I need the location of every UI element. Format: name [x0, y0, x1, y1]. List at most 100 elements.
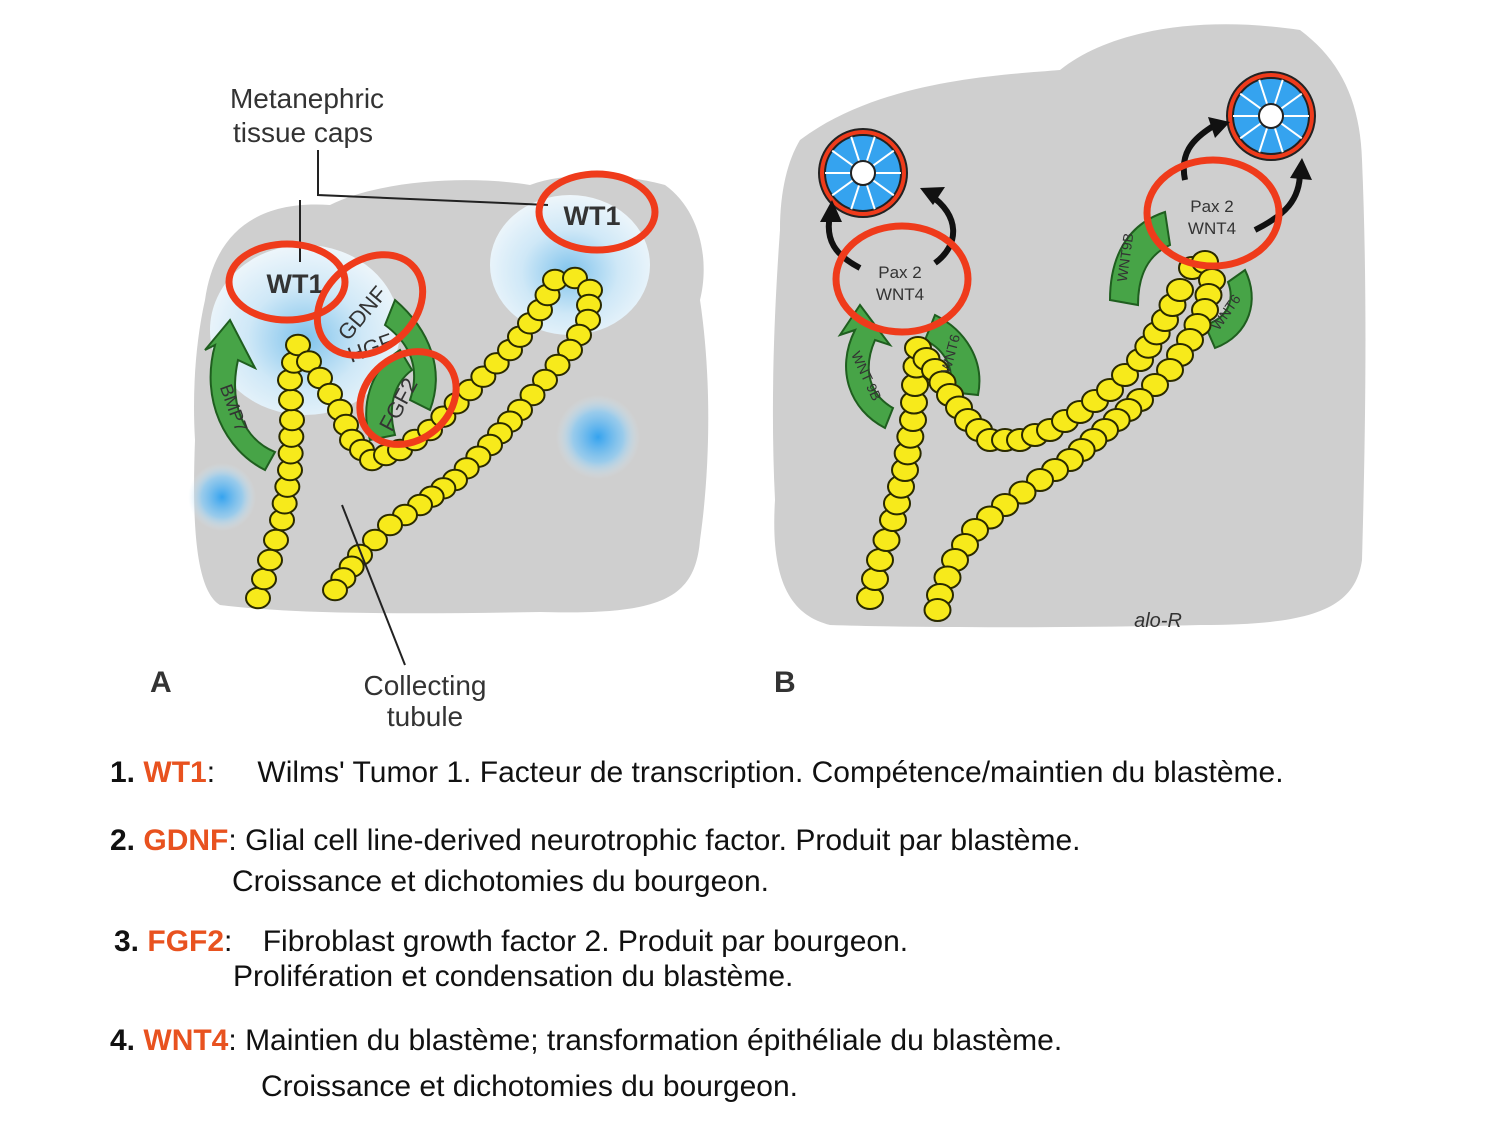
collecting-tubule-leader [341, 504, 406, 666]
vesicle-cell-border [872, 179, 895, 197]
vesicle-cell-border [1280, 122, 1303, 140]
legend-text: Croissance et dichotomies du bourgeon. [232, 865, 769, 898]
legend-separator: : [206, 756, 216, 789]
panel-b: Pax 2 WNT4 Pax 2 WNT4 WNT 9B WNT6 WNT9B … [772, 24, 1366, 699]
metanephric-cap-left [210, 245, 400, 415]
legend-text: Maintien du blastème; transformation épi… [245, 1024, 1063, 1057]
blastema-spot [188, 463, 256, 531]
tubule-cell [866, 547, 894, 573]
vesicle-cell-border [850, 136, 861, 162]
legend-item-2: 2. GDNF: Glial cell line-derived neurotr… [110, 824, 1080, 858]
label-wnt4-left: WNT4 [876, 285, 924, 304]
vesicle-cell-border [1258, 79, 1269, 105]
induction-arrowhead [820, 200, 842, 222]
vesicle-cell-border [1280, 92, 1303, 110]
legend-term: WT1 [143, 756, 207, 789]
tubule-cell [519, 383, 546, 407]
label-wnt4-right: WNT4 [1188, 219, 1236, 238]
label-pax2-right: Pax 2 [1190, 197, 1233, 216]
vesicle-cell-border [1239, 92, 1262, 110]
nephron-vesicle-right [1226, 71, 1316, 161]
highlight-pax2-wnt4-left [832, 222, 972, 336]
label-pax2-left: Pax 2 [878, 263, 921, 282]
kidney-development-diagram: Metanephric tissue caps WT1 WT1 GDNF HGF… [150, 24, 1366, 732]
metanephric-cap-right [490, 195, 650, 335]
highlight-fgf2 [356, 348, 460, 448]
legend-separator: : [228, 824, 237, 857]
legend-item-3: 3. FGF2: Fibroblast growth factor 2. Pro… [114, 925, 908, 959]
caption-tissue-caps: tissue caps [233, 117, 373, 148]
legend-text: Glial cell line-derived neurotrophic fac… [245, 824, 1081, 857]
blastema-spot [556, 395, 640, 479]
tubule-cell [257, 548, 283, 572]
legend-text: Croissance et dichotomies du bourgeon. [261, 1070, 798, 1103]
wnt6-arrow-right [1203, 268, 1253, 350]
tubule-cell [377, 513, 403, 537]
legend-number: 1. [110, 756, 136, 789]
tubule-cell [296, 350, 322, 373]
label-wnt9b-right: WNT9B [1114, 232, 1137, 283]
tubule-cell [1166, 277, 1194, 303]
legend-number: 4. [110, 1024, 136, 1057]
legend-text: Fibroblast growth factor 2. Produit par … [262, 925, 909, 958]
legend-item-3-cont: Prolifération et condensation du blastèm… [233, 960, 793, 994]
induction-arrowhead [1290, 158, 1312, 180]
induction-arrowhead [920, 187, 945, 205]
vesicle-cell-border [1239, 122, 1262, 140]
tubule-cell [544, 353, 571, 377]
vesicle-cell-border [1273, 79, 1284, 105]
highlight-gdnf [313, 251, 427, 359]
vesicle-cell-border [850, 184, 861, 210]
induction-arrow [1253, 171, 1303, 233]
collecting-tubule-a [245, 266, 603, 610]
vesicle-cell-border [1273, 127, 1284, 153]
legend-item-4: 4. WNT4: Maintien du blastème; transform… [110, 1024, 1062, 1058]
nephron-vesicle-left [818, 128, 908, 218]
vesicle-cell-border [831, 149, 854, 167]
vesicle-cell-border [831, 179, 854, 197]
wnt6-arrow-left [923, 313, 981, 397]
tubule-cell [362, 528, 388, 552]
legend-item-2-cont: Croissance et dichotomies du bourgeon. [232, 865, 769, 899]
legend-term: WNT4 [143, 1024, 229, 1057]
legend-separator: : [228, 1024, 237, 1057]
induction-arrow [928, 192, 957, 266]
caption-leader-line [317, 150, 549, 206]
vesicle-lumen [1258, 103, 1284, 129]
caption-tubule: tubule [387, 701, 463, 732]
legend-text: Wilms' Tumor 1. Facteur de transcription… [257, 756, 1284, 789]
highlight-pax2-wnt4-right [1143, 156, 1283, 270]
legend-item-1: 1. WT1: Wilms' Tumor 1. Facteur de trans… [110, 756, 1284, 790]
vesicle-lumen [850, 160, 876, 186]
collecting-tubule-b [856, 249, 1226, 623]
tubule-cell [872, 527, 901, 553]
induction-arrow [1180, 122, 1217, 181]
label-wt1-left: WT1 [267, 269, 324, 299]
tubule-cell [322, 578, 348, 602]
panel-a: Metanephric tissue caps WT1 WT1 GDNF HGF… [150, 83, 709, 732]
tubule-cell [263, 528, 289, 552]
tubule-cell [532, 368, 558, 392]
tubule-cell [245, 586, 271, 610]
induction-arrowhead [1208, 117, 1230, 138]
vesicle-cell-border [865, 136, 876, 162]
legend-separator: : [224, 925, 233, 958]
label-wt1-right: WT1 [564, 201, 621, 231]
tubule-cell [279, 408, 305, 432]
tubule-cell [251, 567, 277, 591]
tubule-cell [285, 333, 311, 357]
panel-a-letter: A [150, 666, 172, 699]
tubule-cell [923, 597, 952, 623]
legend-number: 2. [110, 824, 136, 857]
wnt9b-arrow-left [837, 303, 895, 430]
tubule-cell [278, 388, 304, 412]
highlight-wt1-left [225, 240, 349, 324]
vesicle-cell-border [1258, 127, 1269, 153]
highlight-wt1-right [535, 170, 659, 254]
caption-metanephric: Metanephric [230, 83, 384, 114]
legend-term: FGF2 [147, 925, 225, 958]
fgf2-arrow [365, 348, 414, 442]
vesicle-cell-border [865, 184, 876, 210]
legend-text: Prolifération et condensation du blastèm… [233, 960, 794, 993]
panel-b-letter: B [774, 666, 796, 699]
